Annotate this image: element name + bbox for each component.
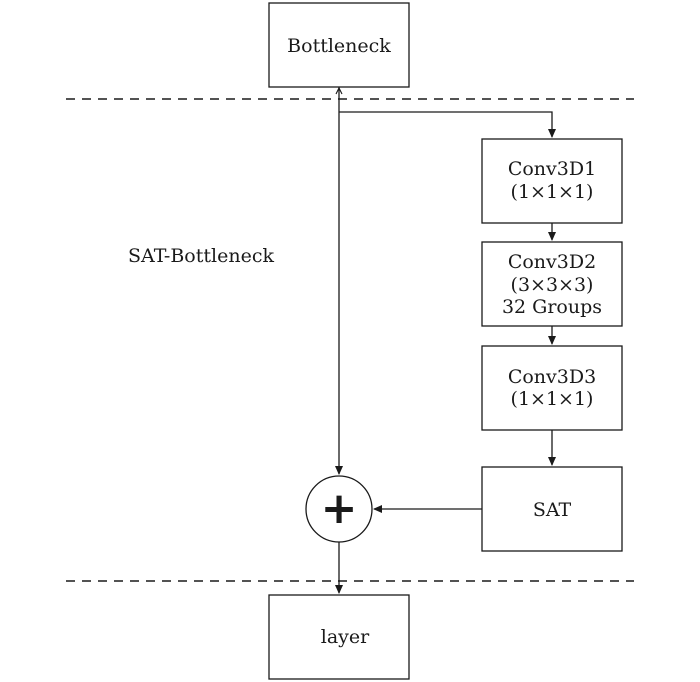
conv3d2-kernel-label: (3×3×3) (511, 274, 594, 296)
conv3d1-box (481, 138, 623, 224)
conv3d1-label: Conv3D1 (508, 158, 596, 180)
layer-label: layer (321, 626, 370, 648)
branch-to-conv3d1-line (339, 111, 556, 138)
bottleneck-output-tip (335, 86, 343, 95)
sat-box (481, 466, 623, 552)
conv3d2-box (481, 241, 623, 327)
conv3d2-groups-label: 32 Groups (502, 296, 602, 318)
sat-label: SAT (533, 499, 572, 521)
layer-box (268, 594, 410, 680)
add-node-symbol: + (321, 483, 358, 534)
conv3d2-label: Conv3D2 (508, 251, 596, 273)
conv3d3-label: Conv3D3 (508, 366, 596, 388)
bottleneck-box (268, 2, 410, 88)
conv3d3-box (481, 345, 623, 431)
bottleneck-label: Bottleneck (287, 35, 391, 57)
conv3d1-kernel-label: (1×1×1) (511, 181, 594, 203)
conv3d3-kernel-label: (1×1×1) (511, 388, 594, 410)
region-label: SAT-Bottleneck (128, 245, 274, 267)
